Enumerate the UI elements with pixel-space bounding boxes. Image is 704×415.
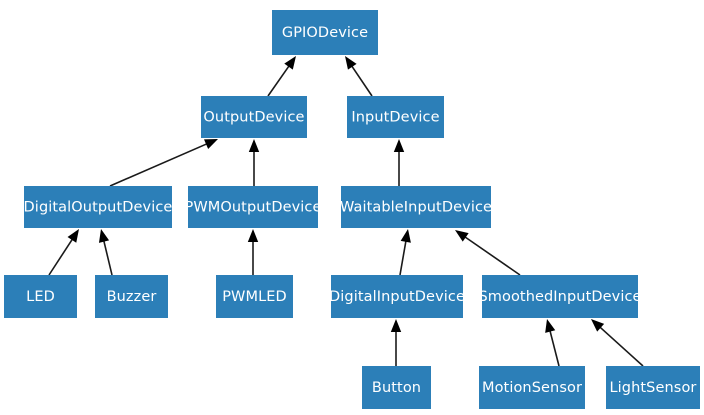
edge-arrowhead <box>545 319 556 333</box>
edge-arrowhead <box>248 139 260 152</box>
class-node-label: Buzzer <box>107 289 157 305</box>
class-node-outputdevice[interactable]: OutputDevice <box>201 96 307 138</box>
edge-arrowhead <box>390 319 402 332</box>
edge-arrowhead <box>455 230 469 242</box>
class-node-box[interactable] <box>606 366 700 409</box>
edge-arrowhead <box>400 229 411 243</box>
inheritance-edge <box>545 319 560 367</box>
class-node-lightsensor[interactable]: LightSensor <box>606 366 700 409</box>
edge-arrowhead <box>591 319 605 332</box>
edge-line <box>350 64 373 97</box>
inheritance-edge <box>455 230 521 276</box>
class-node-box[interactable] <box>4 275 77 318</box>
edge-arrowhead <box>345 56 357 70</box>
edge-arrowhead <box>247 229 259 242</box>
class-node-label: Button <box>372 380 421 396</box>
class-node-motionsensor[interactable]: MotionSensor <box>479 366 585 409</box>
edge-line <box>463 235 521 276</box>
inheritance-edge <box>345 56 373 97</box>
inheritance-edge <box>247 229 259 275</box>
edge-arrowhead <box>98 229 110 243</box>
edge-line <box>399 239 407 276</box>
class-node-label: WaitableInputDevice <box>340 200 492 216</box>
edge-line <box>548 328 560 367</box>
class-node-label: DigitalInputDevice <box>329 289 465 305</box>
class-node-label: DigitalOutputDevice <box>24 200 173 216</box>
inheritance-edge <box>267 56 296 97</box>
edge-line <box>109 142 209 187</box>
class-node-led[interactable]: LED <box>4 275 77 318</box>
class-node-box[interactable] <box>331 275 463 318</box>
inheritance-edge <box>98 229 113 276</box>
class-node-box[interactable] <box>482 275 638 318</box>
class-node-box[interactable] <box>272 10 378 55</box>
class-node-gpiodevice[interactable]: GPIODevice <box>272 10 378 55</box>
class-node-label: MotionSensor <box>482 380 582 396</box>
class-node-label: OutputDevice <box>203 110 304 126</box>
edge-line <box>598 325 644 367</box>
class-node-label: LightSensor <box>610 380 697 396</box>
inheritance-edge <box>591 319 644 367</box>
edge-arrowhead <box>67 229 79 243</box>
class-node-box[interactable] <box>95 275 168 318</box>
inheritance-edge <box>390 319 402 366</box>
class-node-box[interactable] <box>188 186 318 228</box>
edges-layer <box>48 56 644 367</box>
edge-line <box>267 64 291 97</box>
class-node-digitaloutputdevice[interactable]: DigitalOutputDevice <box>24 186 173 228</box>
class-node-smoothedinputdevice[interactable]: SmoothedInputDevice <box>478 275 641 318</box>
inheritance-edge <box>109 139 218 187</box>
edge-arrowhead <box>204 139 218 149</box>
class-node-box[interactable] <box>362 366 431 409</box>
class-node-box[interactable] <box>347 96 444 138</box>
class-node-pwmoutputdevice[interactable]: PWMOutputDevice <box>184 186 321 228</box>
inheritance-edge <box>248 139 260 186</box>
edge-arrowhead <box>393 139 405 152</box>
class-node-box[interactable] <box>216 275 293 318</box>
class-node-label: LED <box>26 289 55 305</box>
class-node-button[interactable]: Button <box>362 366 431 409</box>
edge-line <box>102 239 113 276</box>
class-node-box[interactable] <box>24 186 172 228</box>
class-node-label: InputDevice <box>351 110 439 126</box>
class-node-box[interactable] <box>479 366 585 409</box>
class-node-waitableinputdevice[interactable]: WaitableInputDevice <box>340 186 492 228</box>
class-node-label: GPIODevice <box>282 25 368 41</box>
inheritance-edge <box>393 139 405 186</box>
class-node-label: SmoothedInputDevice <box>478 289 641 305</box>
class-node-pwmled[interactable]: PWMLED <box>216 275 293 318</box>
inheritance-edge <box>399 229 411 276</box>
class-node-box[interactable] <box>201 96 307 138</box>
inheritance-edge <box>48 229 79 276</box>
class-node-digitalinputdevice[interactable]: DigitalInputDevice <box>329 275 465 318</box>
class-node-buzzer[interactable]: Buzzer <box>95 275 168 318</box>
class-node-inputdevice[interactable]: InputDevice <box>347 96 444 138</box>
class-node-box[interactable] <box>341 186 491 228</box>
class-node-label: PWMLED <box>222 289 287 305</box>
edge-line <box>48 237 74 276</box>
edge-arrowhead <box>284 56 296 70</box>
class-node-label: PWMOutputDevice <box>184 200 321 216</box>
